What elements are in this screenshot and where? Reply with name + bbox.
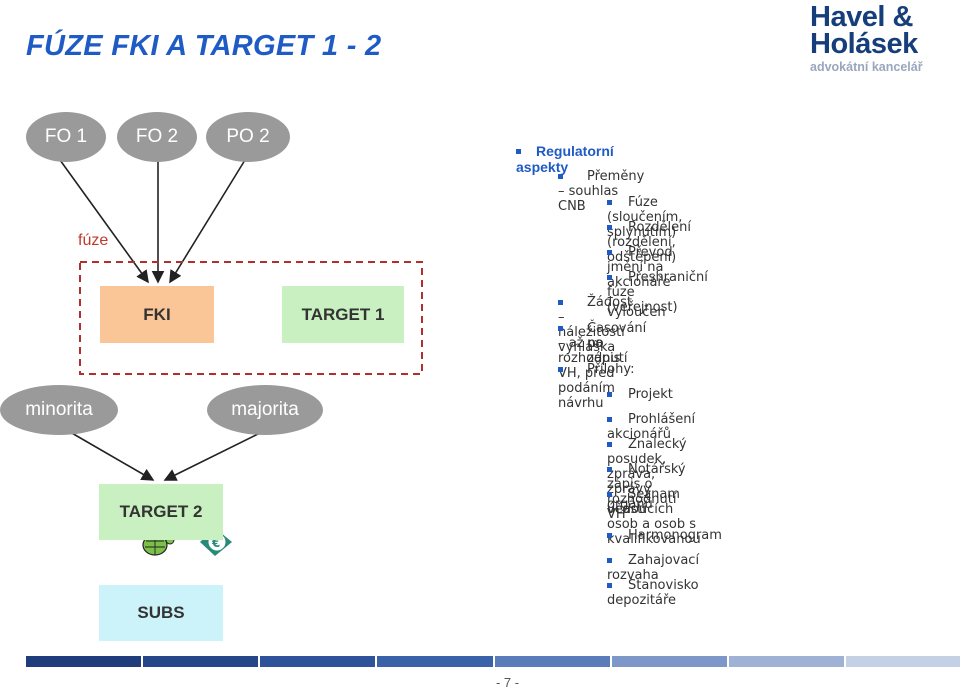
list-item: Projekt [607,387,673,402]
bullet-prilohy: Přílohy: [558,362,635,377]
logo-line-2: Holásek [810,28,918,60]
node-po2: PO 2 [206,112,290,162]
merge-label: fúze [78,232,109,249]
node-subs: SUBS [99,585,223,641]
logo-line-1: Havel & [810,1,913,33]
svg-text:€: € [211,536,220,550]
list-item-cont: účastí [607,502,646,517]
bullet-casovani-cont: na zápis [587,336,621,366]
node-target2: TARGET 2 [99,484,223,540]
page-number: - 7 - [495,675,520,690]
footer-bar-segment [375,656,493,667]
list-item: Fúze (sloučením, splynutím) [607,195,683,240]
list-item: Prohlášení akcionářů [607,412,696,442]
footer-bar-segment [609,656,727,667]
list-item: Rozdělení (rozdělení, odštěpení) [607,220,691,265]
node-target1: TARGET 1 [282,286,404,343]
company-logo: Havel & Holásek advokátní kancelář [810,1,938,75]
list-item: Stanovisko depozitáře [607,578,699,608]
logo-line-3: advokátní kancelář [810,60,923,74]
list-item: Přeshraniční fúze (veřejnost) [607,270,708,315]
arrow-fo1-fki [59,159,149,284]
list-item: Seznam vedoucích osob a osob s kvalifiko… [607,487,701,547]
node-fo1: FO 1 [26,112,106,162]
arrow-minorita-target2 [69,431,155,481]
list-item: Notářský zápis o rozhodnutí VH [607,462,686,522]
footer-bar-segment [258,656,376,667]
footer-gradient-bar [26,656,960,667]
arrow-po2-fki [169,159,246,284]
node-fo2: FO 2 [117,112,197,162]
node-minorita: minorita [0,385,118,435]
footer-bar-segment [141,656,259,667]
footer-bar-segment [726,656,844,667]
merge-dashed-frame [79,261,423,375]
node-majorita: majorita [207,385,323,435]
list-item: Harmonogram [607,528,722,543]
footer-bar-segment [843,656,960,667]
list-item: Znalecký posudek, zpráva, zprávy orgánů [607,437,687,512]
list-item: Převod jmění na akcionáře – vyloučen [607,245,673,320]
bullet-zadost: Žádost – náležitosti vyhláška [558,295,632,355]
node-fki: FKI [100,286,214,343]
footer-bar-segment [26,656,142,667]
list-item: Zahajovací rozvaha [607,553,700,583]
footer-bar-segment [492,656,610,667]
bullet-premeny: Přeměny – souhlas CNB [558,169,645,214]
page-title: FÚZE FKI A TARGET 1 - 2 [26,30,382,62]
arrow-majorita-target2 [163,431,263,481]
bullet-heading: Regulatorní aspekty [516,143,614,175]
bullet-casovani: Časování – až po rozhodnutí VH, před pod… [558,321,647,411]
